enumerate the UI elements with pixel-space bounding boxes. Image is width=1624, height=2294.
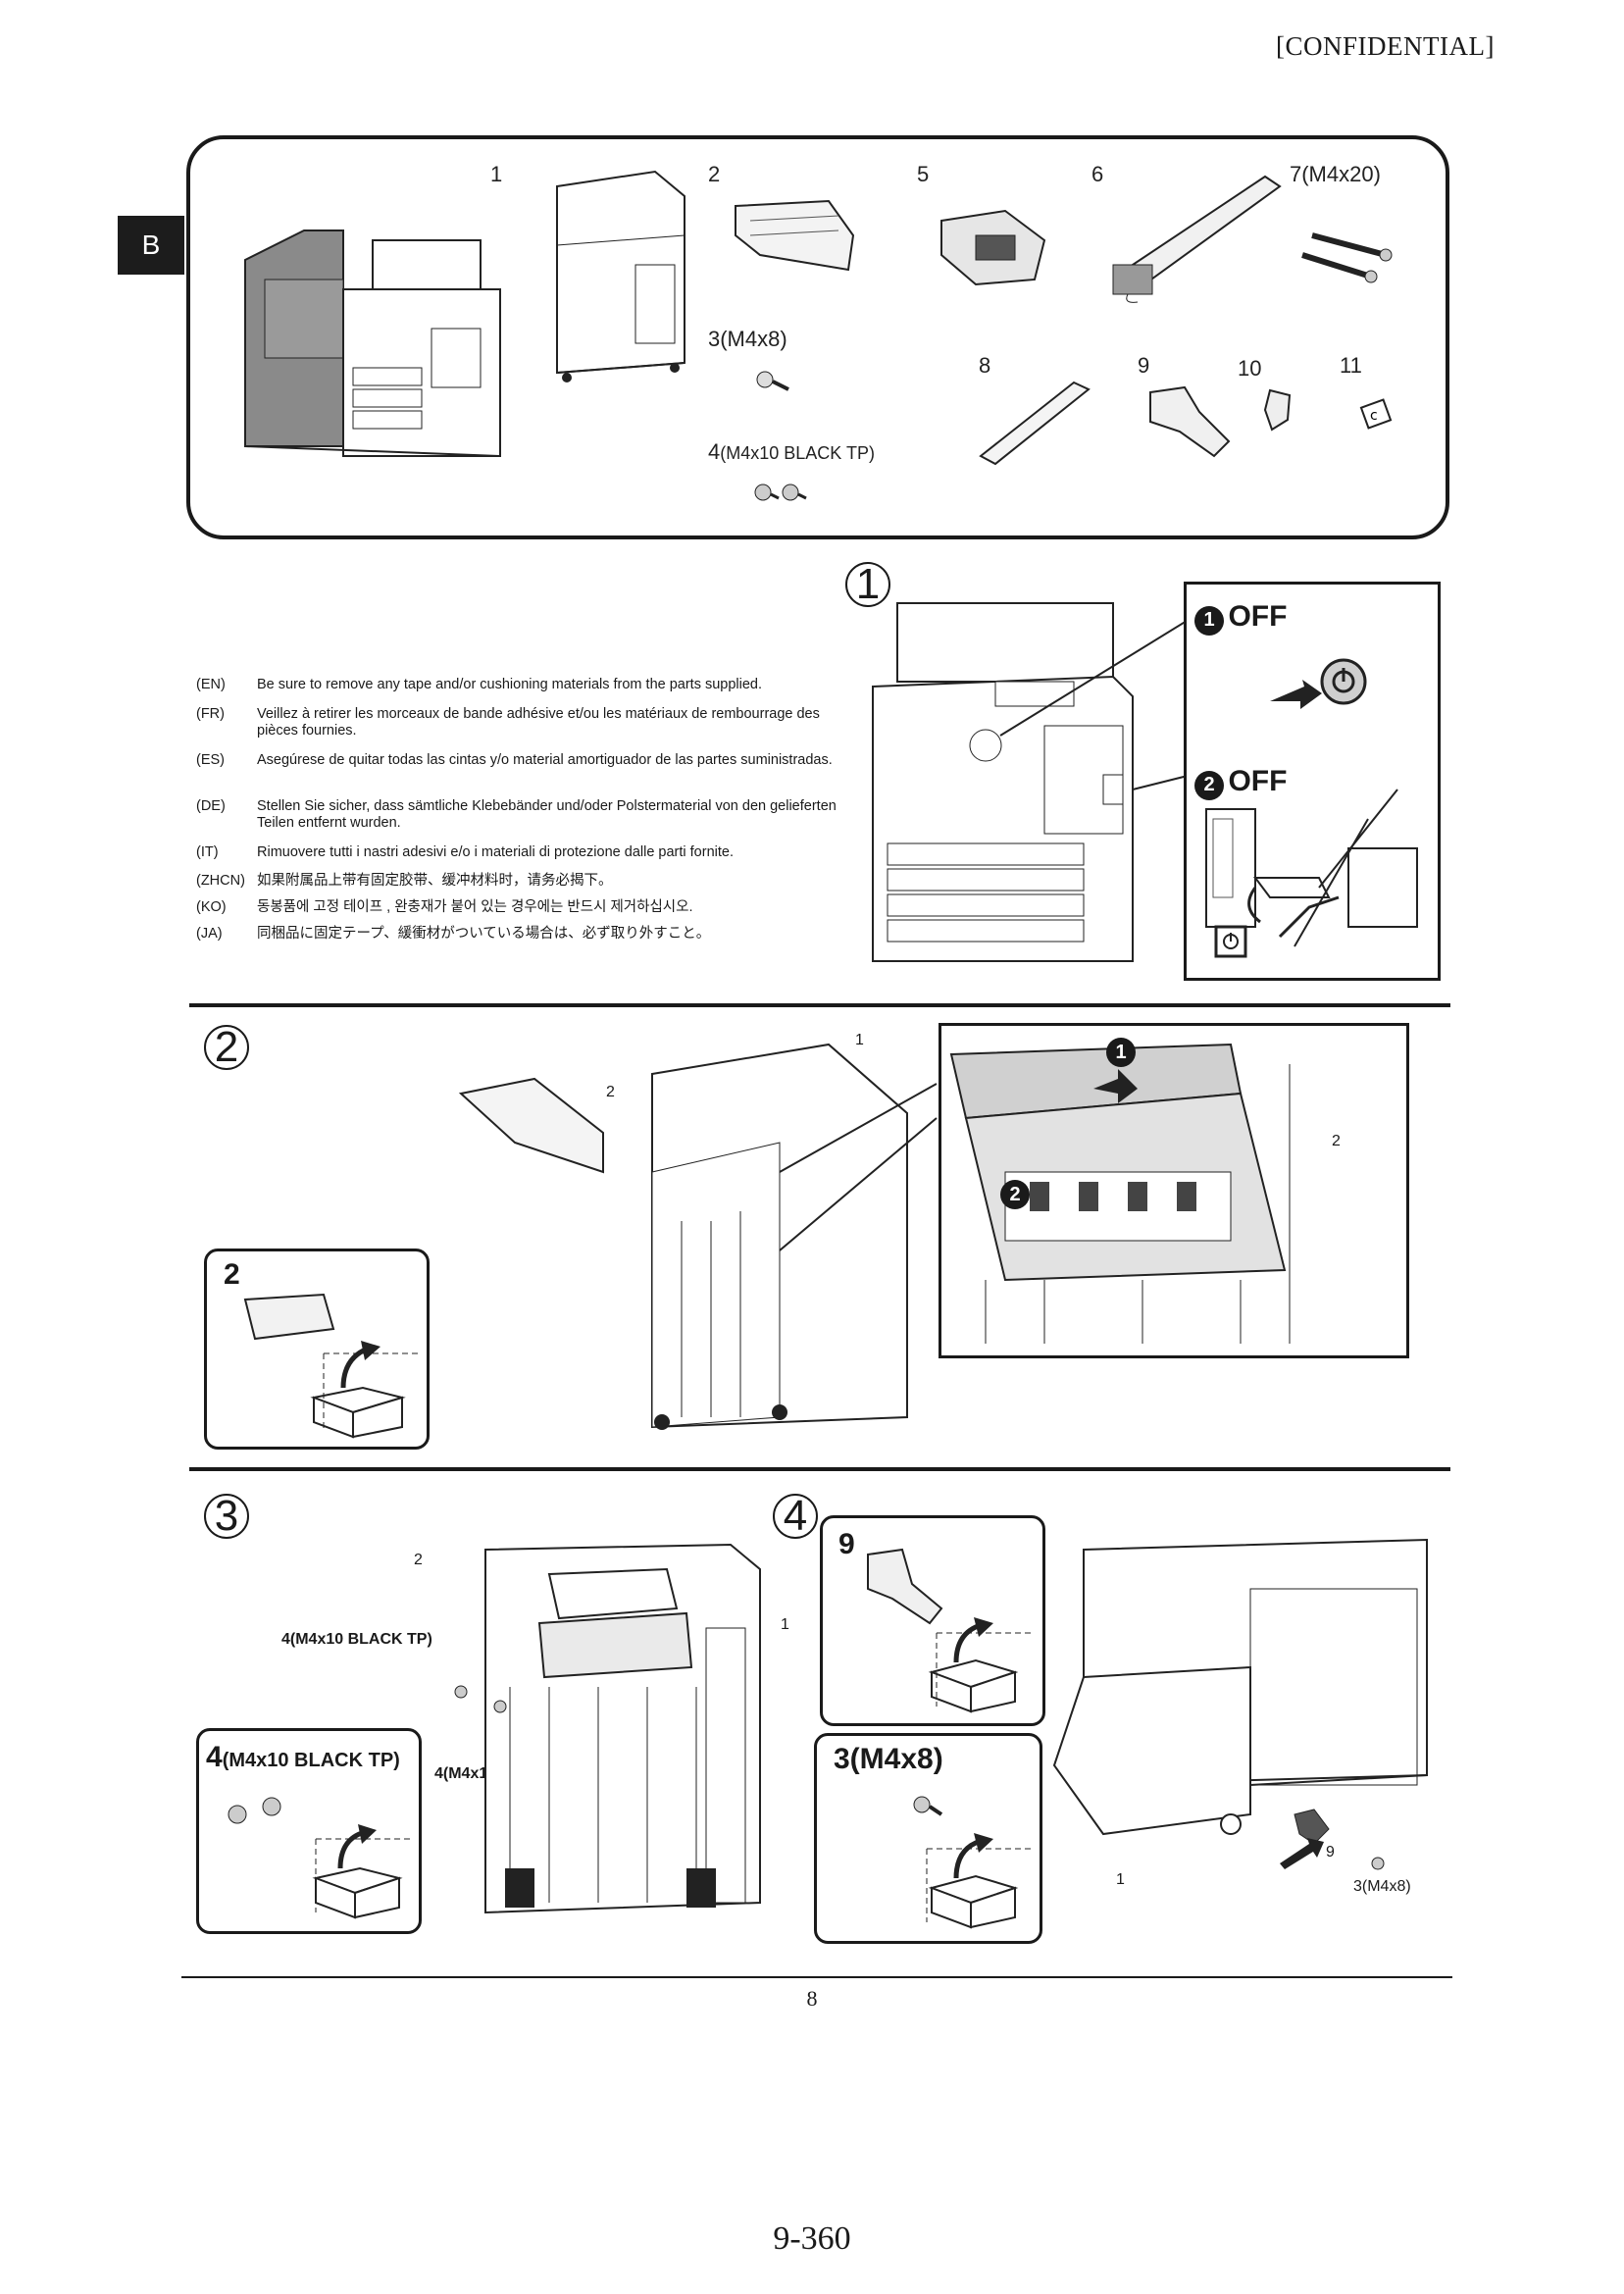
- part-5-label: 5: [917, 162, 930, 186]
- part-2-label: 2: [708, 162, 721, 186]
- screw-m4x20-icon: [1301, 232, 1393, 283]
- confidential-header: [CONFIDENTIAL]: [1276, 31, 1495, 61]
- step4-part-9-label: 9: [1326, 1844, 1335, 1861]
- finisher-unit-illustration: [556, 170, 685, 382]
- document-page-number: 9-360: [773, 2220, 851, 2257]
- finisher-tray-mount-illustration: [454, 1543, 761, 1914]
- power-off-step-2: 2 OFF: [1194, 765, 1287, 800]
- part-10-label: 10: [1238, 356, 1262, 381]
- stapler-part-illustration: [940, 209, 1046, 286]
- step2-part-1-label: 1: [855, 1032, 864, 1048]
- part-3-label: 3(M4x8): [708, 327, 787, 351]
- tray-detail-bullet-1: 1: [1106, 1038, 1136, 1067]
- output-tray-part-illustration: [735, 199, 855, 272]
- main-unit-illustration: [872, 602, 1193, 962]
- guide-bar-part-illustration: [979, 381, 1091, 466]
- small-c-part-illustration: c: [1359, 398, 1393, 430]
- part-7-label: 7(M4x20): [1290, 162, 1381, 186]
- main-switch-and-plug-illustration: [1205, 789, 1418, 958]
- power-button-icon: [1270, 658, 1367, 709]
- step-4-marker: 4: [773, 1494, 818, 1539]
- step4-part-3-label: 3(M4x8): [1353, 1878, 1411, 1895]
- tape-removal-instructions: (EN)Be sure to remove any tape and/or cu…: [196, 677, 837, 942]
- part-11-label: 11: [1340, 353, 1362, 378]
- bracket-unpack-icon: [867, 1548, 1035, 1713]
- footer-divider: [181, 1976, 1452, 1978]
- step3-screw-label-a: 4(M4x10 BLACK TP): [281, 1631, 432, 1648]
- black-tp-screws-icon: [754, 484, 807, 501]
- section-divider-2: [189, 1467, 1450, 1471]
- step3-callout-label: 4(M4x10 BLACK TP): [206, 1741, 400, 1773]
- part-1-label: 1: [490, 162, 503, 186]
- machine-with-finisher-illustration: [244, 229, 501, 457]
- part-4-label: 4(M4x10 BLACK TP): [708, 439, 875, 464]
- svg-text:c: c: [1370, 408, 1378, 424]
- step-3-marker: 3: [204, 1494, 249, 1539]
- step-2-marker: 2: [204, 1025, 249, 1070]
- step2-callout-label: 2: [224, 1258, 240, 1291]
- section-divider: [189, 1003, 1450, 1007]
- step3-part-2-label: 2: [414, 1552, 423, 1568]
- unpack-screws-box-icon: [228, 1797, 414, 1919]
- step4-part-1-label: 1: [1116, 1871, 1125, 1888]
- parts-list-panel: [186, 135, 1449, 539]
- page-number: 8: [806, 1986, 818, 2011]
- clip-part-illustration: [1263, 388, 1292, 432]
- part-6-label: 6: [1091, 162, 1104, 186]
- power-off-step-1: 1 OFF: [1194, 600, 1287, 636]
- tray-detail-bullet-2: 2: [1000, 1180, 1030, 1209]
- step4-callout-3: 3(M4x8): [834, 1743, 943, 1775]
- part-9-label: 9: [1138, 353, 1150, 378]
- screw-m4x8-icon: [756, 371, 789, 391]
- step3-part-1-label: 1: [781, 1616, 789, 1633]
- section-tab: B: [118, 216, 184, 275]
- step4-callout-9: 9: [838, 1528, 855, 1560]
- unpack-box-icon: [243, 1293, 422, 1439]
- bracket-plate-part-illustration: [1149, 385, 1231, 458]
- step2-part-2-label: 2: [606, 1084, 615, 1100]
- step-1-marker: 1: [845, 562, 890, 607]
- tray-insert-illustration: [458, 1043, 938, 1430]
- screw-unpack-icon: [913, 1796, 1035, 1929]
- base-bracket-install-illustration: [1052, 1538, 1428, 1870]
- bracket-rail-part-illustration: [1112, 175, 1282, 303]
- tray-detail-part-2-label: 2: [1332, 1133, 1341, 1149]
- part-8-label: 8: [979, 353, 991, 378]
